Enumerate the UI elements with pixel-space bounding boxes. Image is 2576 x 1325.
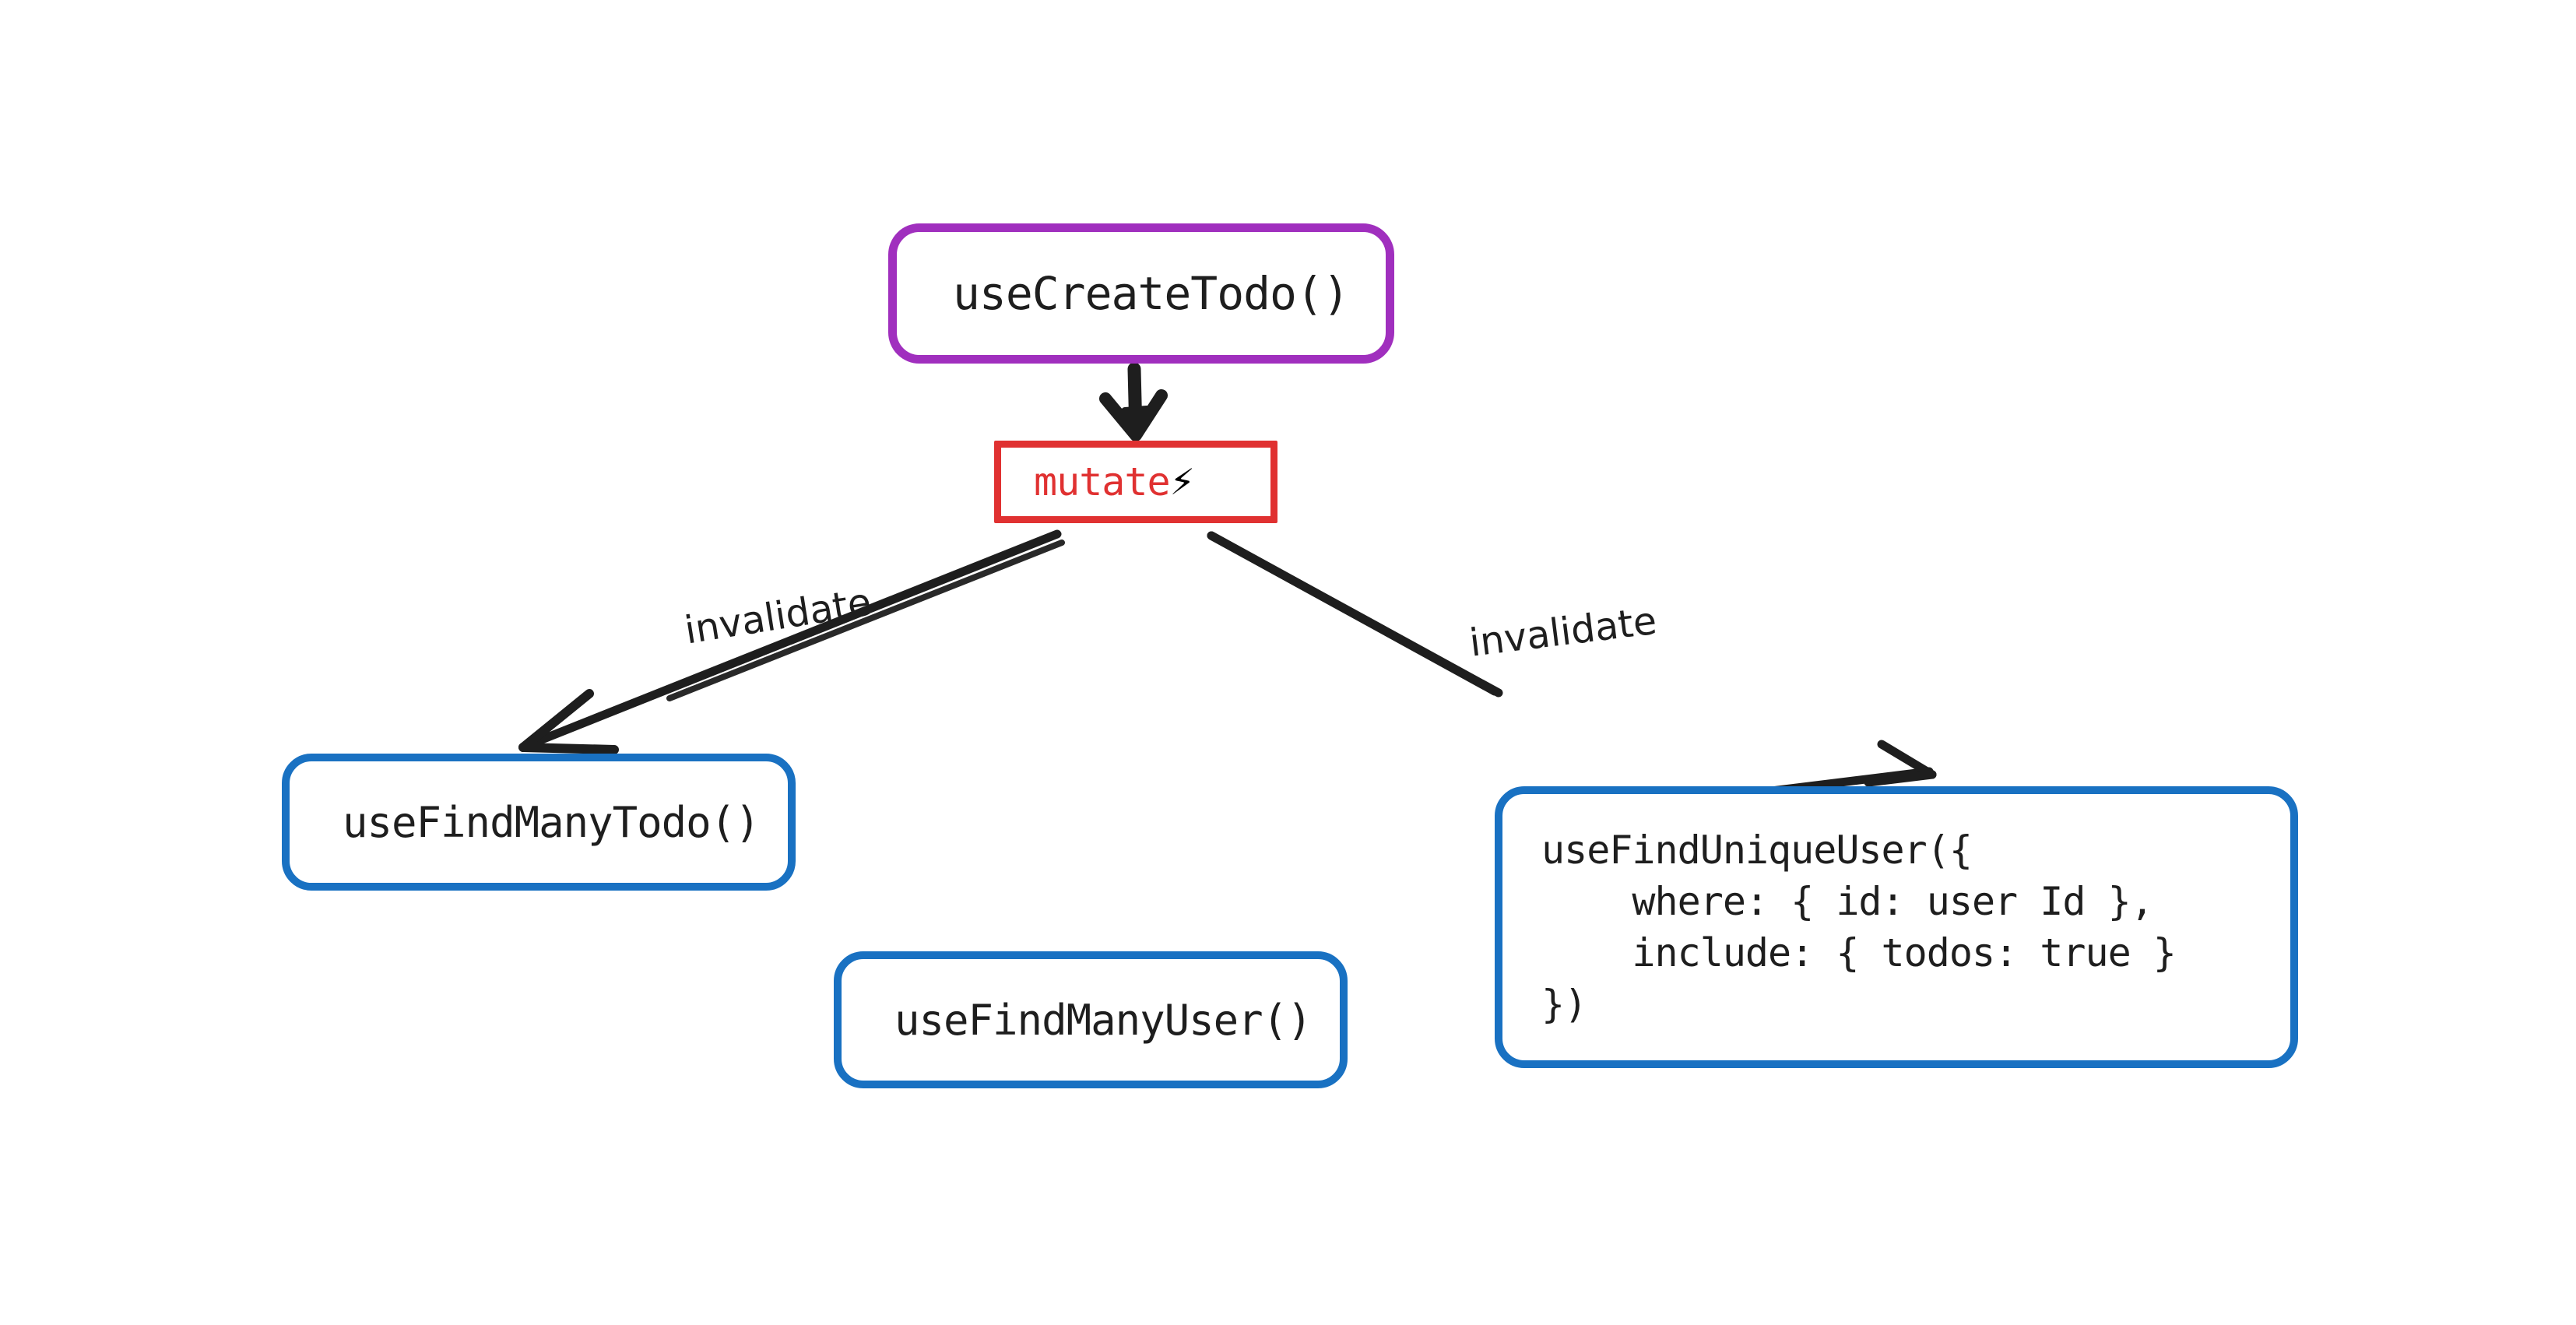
node-use-create-todo[interactable]: useCreateTodo() <box>888 223 1394 364</box>
node-use-create-todo-label: useCreateTodo() <box>953 267 1350 320</box>
node-use-find-many-user[interactable]: useFindManyUser() <box>834 951 1348 1088</box>
edge-mutate-to-find-many-todo <box>518 529 1065 754</box>
node-use-find-unique-user[interactable]: useFindUniqueUser({ where: { id: user Id… <box>1495 786 2298 1068</box>
node-mutate[interactable]: mutate⚡ <box>994 441 1277 523</box>
edge-mutate-to-find-unique-user <box>1207 531 1937 811</box>
node-mutate-label: mutate <box>1034 459 1171 504</box>
node-use-find-unique-user-label: useFindUniqueUser({ where: { id: user Id… <box>1541 828 2177 1027</box>
edge-create-to-mutate <box>1099 362 1168 441</box>
node-use-find-many-user-label: useFindManyUser() <box>894 995 1313 1045</box>
node-use-find-many-todo[interactable]: useFindManyTodo() <box>282 754 796 891</box>
lightning-bolt-icon: ⚡ <box>1169 461 1195 503</box>
node-use-find-many-todo-label: useFindManyTodo() <box>343 797 761 847</box>
